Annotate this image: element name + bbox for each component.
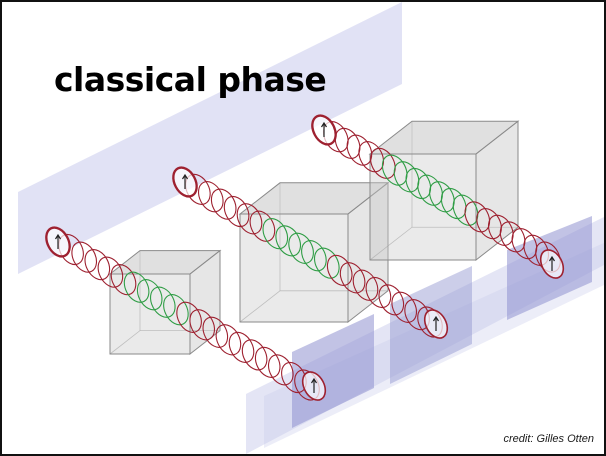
- helix-coil-green: [417, 174, 443, 206]
- helix-coil-green: [123, 271, 150, 303]
- material-cube-small: [108, 249, 222, 356]
- helix-coil-red: [236, 203, 263, 235]
- helix-coil-red: [487, 214, 514, 246]
- helix-coil-red: [334, 127, 361, 159]
- helix-coil-green: [288, 232, 314, 264]
- cube-front-face: [369, 153, 477, 261]
- end-polarization-circle: [539, 249, 565, 279]
- helix-coil-red: [267, 354, 294, 386]
- helix-coil-red: [326, 254, 353, 286]
- helix-coil-red: [249, 210, 276, 242]
- helix-coil-red: [464, 201, 491, 233]
- helix-coil-green: [405, 167, 432, 200]
- helix-coil-red: [254, 346, 281, 378]
- helix-beam-2: [172, 166, 443, 338]
- helix-coil-red: [352, 269, 379, 301]
- helix-coil-green: [381, 154, 408, 186]
- helix-coil-red: [223, 195, 250, 228]
- helix-coil-green: [163, 294, 189, 326]
- up-arrow-icon: [432, 315, 440, 331]
- up-arrow-icon: [548, 255, 556, 271]
- start-polarization-circle: [311, 115, 337, 145]
- helix-coil-green: [301, 240, 327, 272]
- up-arrow-icon: [310, 377, 318, 393]
- helix-coil-red: [97, 256, 124, 288]
- helix-coil-red: [365, 276, 392, 309]
- helix-coil-red: [339, 262, 366, 294]
- start-polarization-circle: [172, 167, 198, 197]
- helix-coil-red: [281, 361, 307, 394]
- up-arrow-icon: [54, 233, 62, 249]
- helix-coil-red: [346, 134, 373, 166]
- helix-coil-red: [311, 114, 337, 146]
- helix-coil-red: [241, 339, 268, 371]
- helix-coil-red: [84, 249, 111, 281]
- helix-coil-red: [45, 226, 71, 258]
- helix-coil-red: [210, 188, 237, 220]
- helix-coil-red: [215, 324, 242, 356]
- helix-coil-green: [136, 279, 163, 311]
- helix-coil-green: [262, 218, 289, 250]
- helix-beam-1: [45, 226, 320, 401]
- cube-front-face: [109, 273, 191, 355]
- helix-coil-green: [440, 187, 467, 220]
- material-cube-medium: [238, 181, 390, 324]
- helix-coil-green: [452, 194, 479, 226]
- end-polarization-circle: [423, 309, 449, 339]
- helix-coil-red: [197, 181, 224, 213]
- credit-text: credit: Gilles Otten: [503, 433, 594, 445]
- helix-coil-red: [228, 331, 255, 363]
- up-arrow-icon: [181, 173, 189, 189]
- helix-coil-red: [499, 221, 526, 253]
- end-polarization-circle: [301, 371, 327, 401]
- helix-coil-red: [358, 141, 385, 173]
- helix-coil-red: [391, 291, 418, 323]
- back-plane: [18, 2, 402, 274]
- helix-coil-red: [172, 166, 198, 198]
- helix-coil-green: [275, 225, 302, 257]
- helix-coil-red: [202, 316, 229, 348]
- helix-coil-red: [370, 147, 396, 179]
- helix-beam-3: [311, 114, 561, 273]
- helix-coil-green: [393, 161, 420, 193]
- helix-coil-green: [313, 247, 340, 279]
- slide-title: classical phase: [54, 60, 327, 99]
- start-polarization-circle: [45, 227, 71, 257]
- up-arrow-icon: [320, 121, 328, 137]
- helix-coil-red: [378, 284, 405, 316]
- helix-coil-green: [429, 181, 455, 213]
- helix-coil-red: [176, 301, 202, 333]
- helix-coil-red: [476, 208, 502, 240]
- helix-coil-red: [404, 299, 430, 331]
- helix-coil-red: [71, 241, 98, 273]
- helix-coil-green: [149, 286, 176, 318]
- helix-coil-red: [110, 264, 137, 296]
- helix-coil-red: [511, 228, 538, 260]
- helix-coil-red: [189, 309, 216, 341]
